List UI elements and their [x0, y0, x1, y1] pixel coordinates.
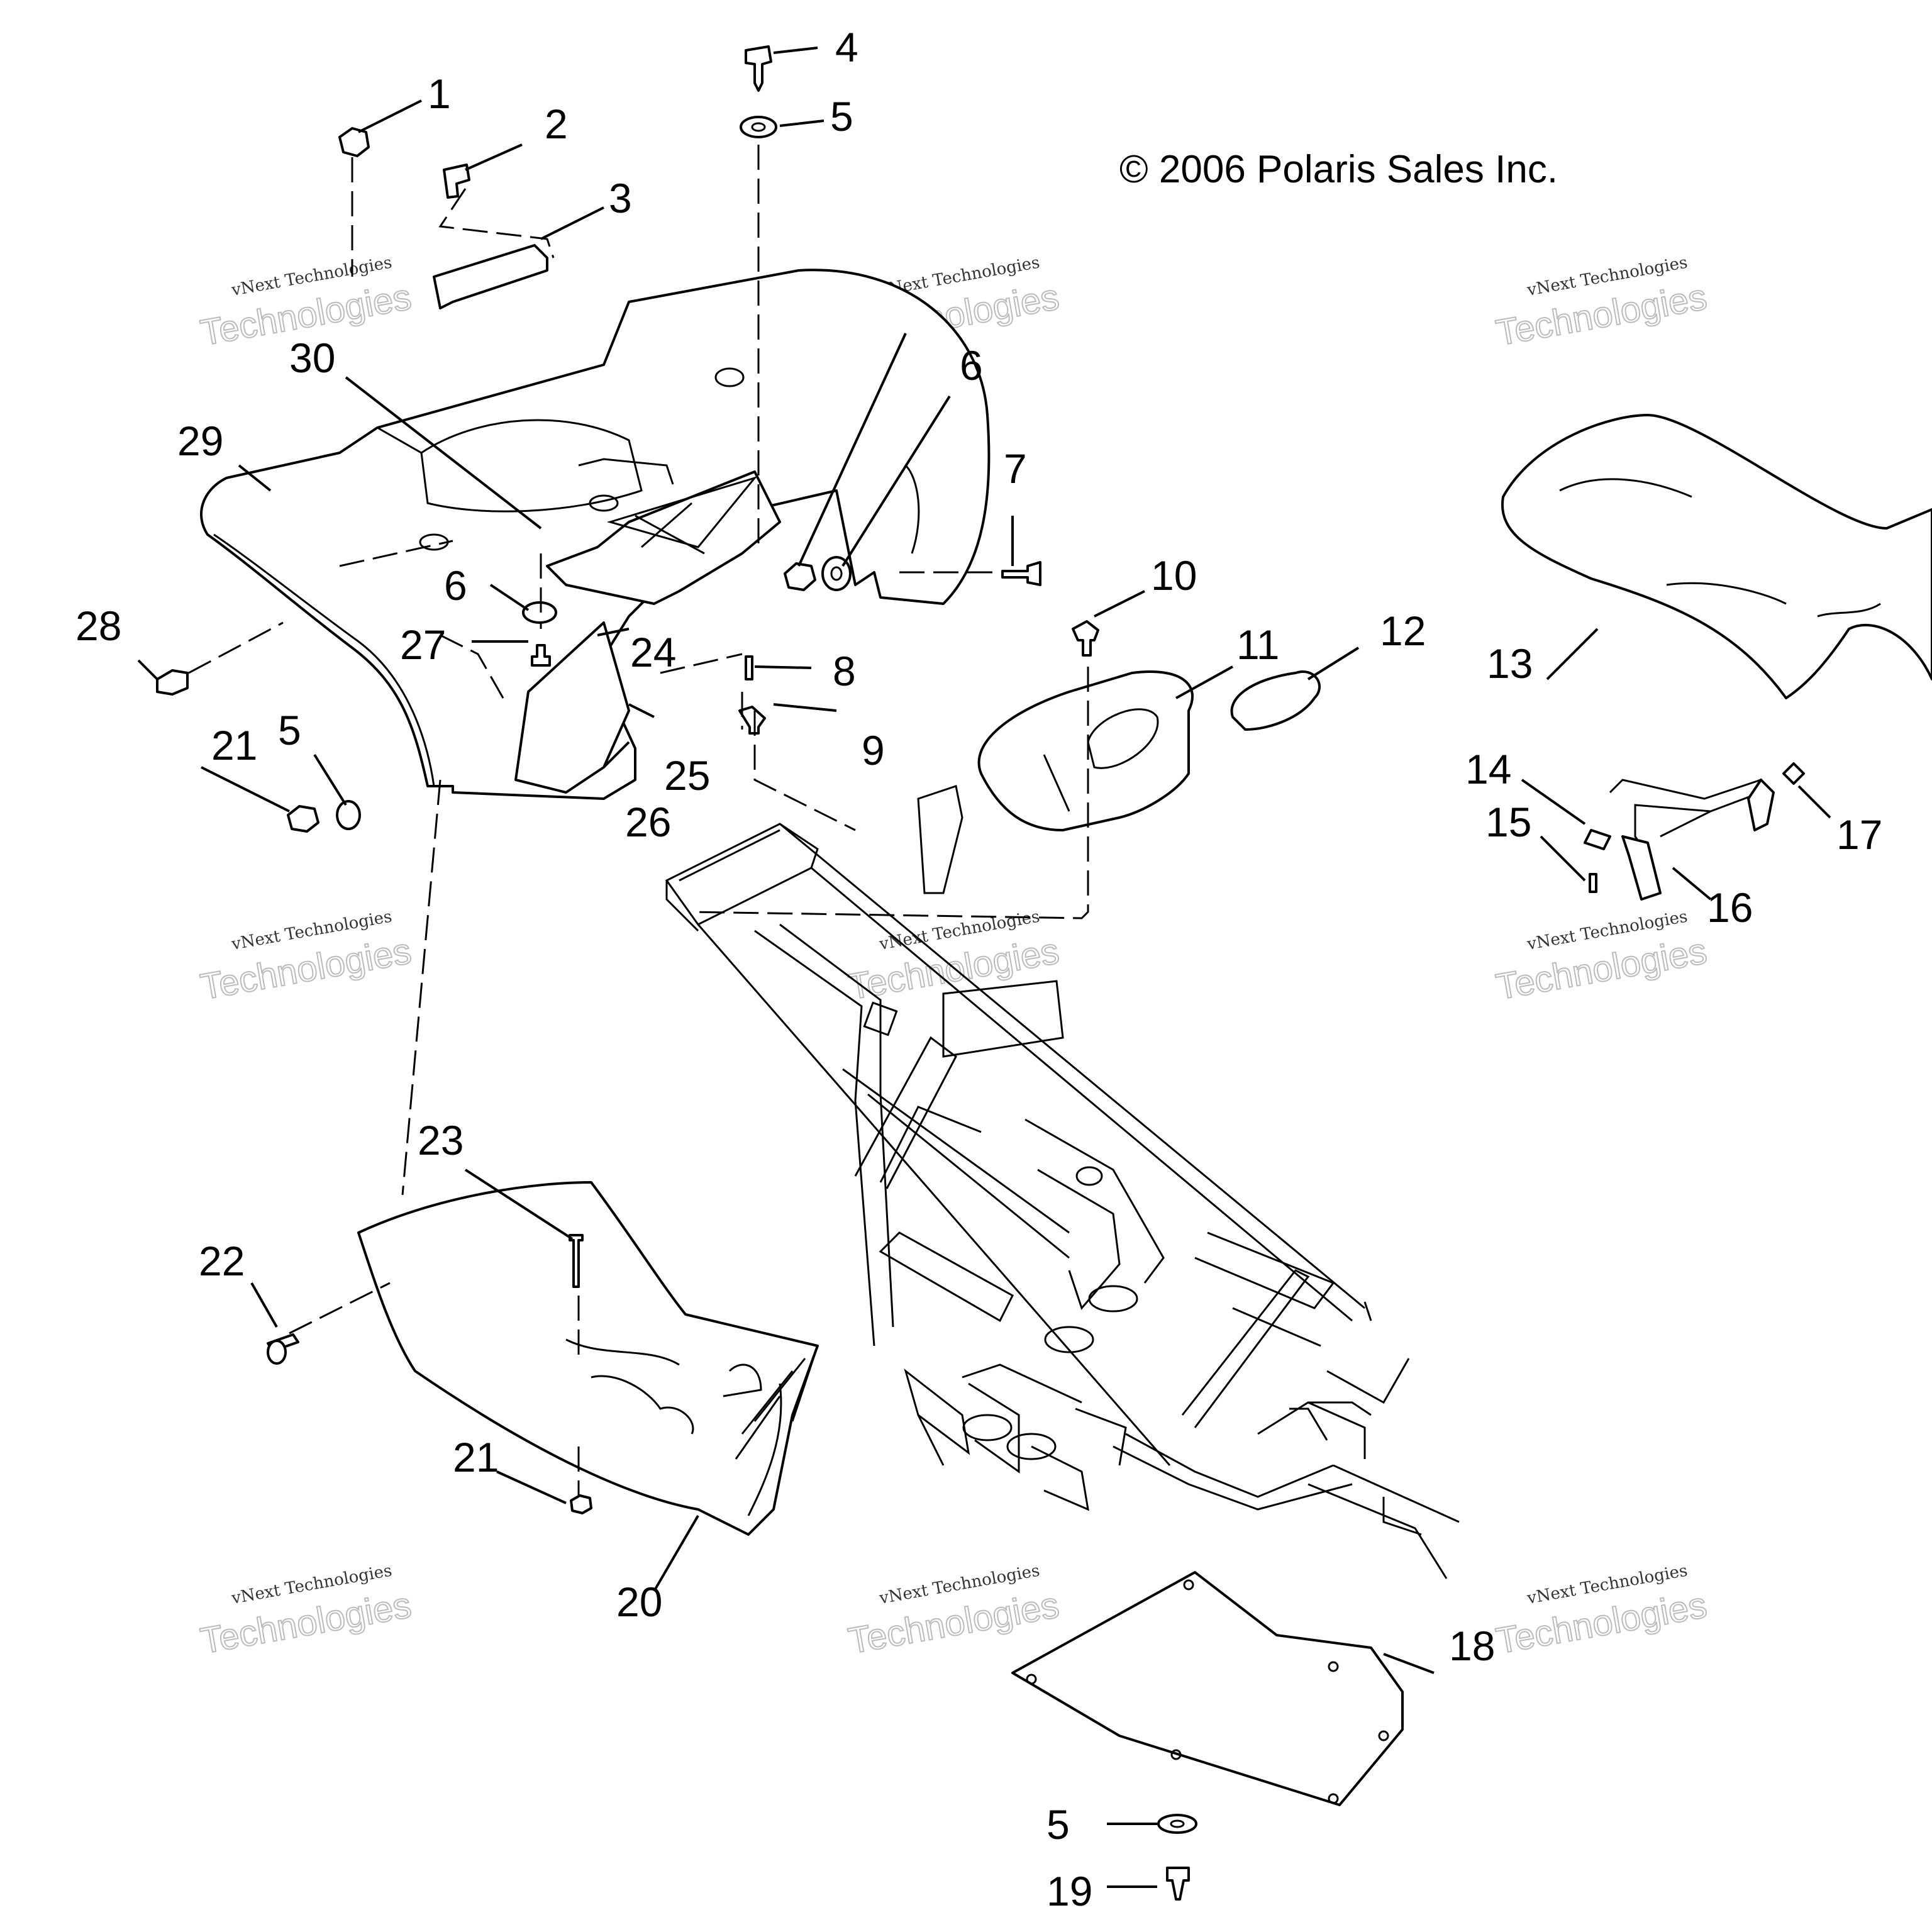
plate-hole: [1378, 1730, 1389, 1741]
callout-26: 26: [625, 799, 671, 845]
pin-icon: [745, 655, 753, 680]
watermark: vNext Technologies Technologies: [1492, 253, 1711, 354]
callout-23: 23: [418, 1117, 464, 1163]
callout-8: 8: [833, 648, 856, 694]
frame-bracket: [863, 1001, 898, 1036]
callout-20: 20: [616, 1579, 662, 1625]
callout-15: 15: [1485, 799, 1531, 845]
watermark: vNext Technologies Technologies: [845, 1561, 1063, 1662]
cover-plate: [433, 244, 548, 309]
callout-27: 27: [400, 621, 446, 668]
callout-14: 14: [1465, 746, 1511, 792]
rear-cargo-box: [977, 670, 1194, 831]
callout-5: 5: [1046, 1801, 1070, 1848]
nut-icon: [784, 562, 816, 591]
watermark: vNext Technologies Technologies: [197, 1561, 415, 1662]
callout-16: 16: [1707, 884, 1753, 931]
plate-hole: [1183, 1579, 1194, 1591]
seat-latch: [1584, 762, 1805, 901]
watermark-outline: Technologies: [197, 1584, 414, 1662]
bracket-icon: [738, 706, 766, 735]
callout-29: 29: [177, 418, 223, 464]
callout-6: 6: [960, 342, 983, 389]
callout-5: 5: [830, 93, 853, 140]
callout-19: 19: [1046, 1868, 1092, 1914]
watermark-outline: Technologies: [1493, 930, 1710, 1008]
fender-hole: [714, 367, 745, 387]
leader-lines: [137, 47, 1831, 1888]
watermark: vNext Technologies Technologies: [1492, 907, 1711, 1008]
assembly-lines: [188, 145, 1089, 1497]
watermark: vNext Technologies Technologies: [1492, 1561, 1711, 1662]
callout-24: 24: [630, 629, 676, 675]
callout-21: 21: [211, 722, 257, 769]
seat: [1501, 414, 1932, 699]
bolt-icon: [745, 45, 772, 92]
frame-hole: [1075, 1166, 1103, 1186]
callout-12: 12: [1380, 608, 1426, 654]
callout-13: 13: [1487, 640, 1533, 687]
nut-icon: [338, 127, 370, 157]
plate-hole: [1328, 1661, 1339, 1672]
nut-icon: [570, 1494, 592, 1514]
callout-21: 21: [453, 1434, 499, 1480]
watermark-outline: Technologies: [1493, 1584, 1710, 1662]
frame-hole: [962, 1414, 1013, 1441]
callout-28: 28: [75, 602, 121, 649]
footwell: [357, 1181, 819, 1536]
bolt-icon: [443, 164, 470, 199]
callout-5: 5: [278, 707, 301, 753]
bolt-icon: [569, 1234, 584, 1288]
callout-25: 25: [664, 752, 710, 799]
callout-7: 7: [1004, 445, 1027, 492]
callout-3: 3: [609, 175, 632, 221]
plate-hole: [1026, 1674, 1037, 1685]
callout-6: 6: [444, 562, 467, 609]
footrest-plate: [1011, 1571, 1404, 1806]
watermark-outline: Technologies: [845, 1584, 1062, 1662]
bolt-icon: [1072, 620, 1099, 657]
nut-icon: [287, 805, 319, 833]
watermark: vNext Technologies Technologies: [197, 907, 415, 1008]
storage-tray: [546, 470, 781, 605]
callout-1: 1: [428, 70, 451, 117]
pin-icon: [156, 669, 189, 696]
copyright-text: © 2006 Polaris Sales Inc.: [1119, 148, 1558, 191]
frame-hole: [1088, 1285, 1138, 1313]
screw-icon: [531, 644, 551, 667]
rear-fender: [200, 269, 991, 800]
callout-2: 2: [545, 101, 568, 147]
callout-30: 30: [289, 335, 335, 381]
fender-hole: [589, 494, 619, 512]
bolt-icon: [1001, 561, 1041, 586]
callout-22: 22: [199, 1238, 245, 1284]
plate-hole: [1328, 1793, 1339, 1804]
pad: [1230, 670, 1321, 731]
callout-18: 18: [1449, 1623, 1495, 1669]
callout-9: 9: [862, 727, 885, 774]
hardware: [156, 45, 1197, 1901]
washer-icon: [1157, 1814, 1197, 1834]
callouts: 1 2 3 4 5 6 7 8 9 10 11 12 13 14 15 16 1…: [75, 24, 1882, 1914]
bolt-head-icon: [267, 1340, 287, 1365]
callout-4: 4: [835, 24, 858, 70]
frame-hole: [1044, 1326, 1094, 1353]
plate-hole: [1170, 1749, 1182, 1760]
washer-icon: [740, 116, 777, 138]
washer-icon: [336, 800, 361, 830]
callout-11: 11: [1236, 621, 1280, 668]
bolt-icon: [1166, 1867, 1190, 1901]
washer-icon: [522, 601, 557, 624]
watermark-outline: Technologies: [1493, 276, 1710, 353]
watermark-outline: Technologies: [197, 930, 414, 1008]
callout-17: 17: [1836, 811, 1882, 858]
frame: [665, 785, 1460, 1579]
callout-10: 10: [1151, 552, 1197, 599]
frame-hole: [1006, 1433, 1057, 1460]
